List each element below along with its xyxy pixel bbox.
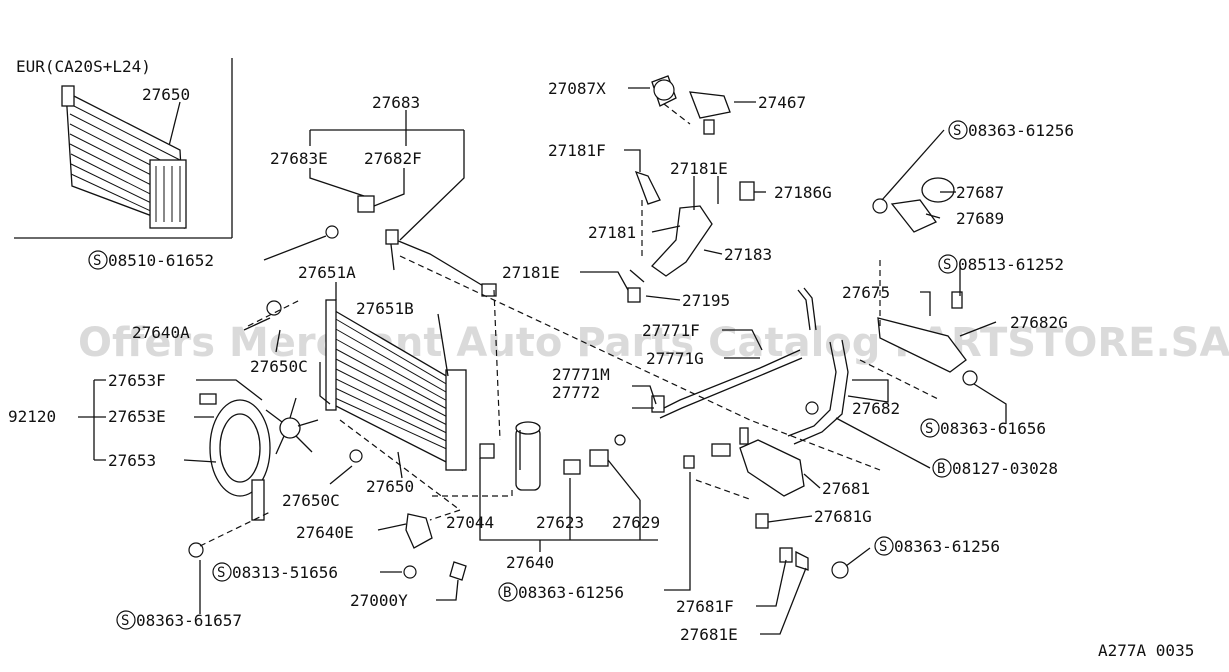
label-27640: 27640 — [506, 553, 554, 572]
label-27681: 27681 — [822, 479, 870, 498]
svg-text:08513-61252: 08513-61252 — [958, 255, 1064, 274]
bolt-icon — [188, 542, 204, 558]
svg-text:S: S — [217, 565, 225, 581]
svg-text:08363-61657: 08363-61657 — [136, 611, 242, 630]
svg-text:08363-61256: 08363-61256 — [894, 537, 1000, 556]
label-27640a: 27640A — [132, 323, 190, 342]
label-27687: 27687 — [956, 183, 1004, 202]
bolt-icon — [266, 300, 282, 316]
svg-text:B: B — [503, 585, 511, 601]
label-27650c-bottom: 27650C — [282, 491, 340, 510]
label-27651b: 27651B — [356, 299, 414, 318]
label-b-08363-61256: B 08363-61256 — [498, 582, 624, 602]
label-27653f: 27653F — [108, 371, 166, 390]
inset-part-label: 27650 — [142, 85, 190, 104]
svg-text:S: S — [879, 539, 887, 555]
bolt-icon — [325, 225, 339, 239]
label-27181e-top: 27181E — [670, 159, 728, 178]
label-27771g: 27771G — [646, 349, 704, 368]
label-27183: 27183 — [724, 245, 772, 264]
inset-title: EUR(CA20S+L24) — [16, 57, 151, 76]
label-27651a: 27651A — [298, 263, 356, 282]
svg-text:08510-61652: 08510-61652 — [108, 251, 214, 270]
leader-lines — [78, 87, 1007, 635]
label-27653: 27653 — [108, 451, 156, 470]
label-27681e: 27681E — [680, 625, 738, 644]
pipe-27771 — [659, 349, 801, 411]
label-27623: 27623 — [536, 513, 584, 532]
svg-text:S: S — [925, 421, 933, 437]
label-27181e-mid: 27181E — [502, 263, 560, 282]
svg-text:08363-61656: 08363-61656 — [940, 419, 1046, 438]
label-08313-51656: S 08313-51656 — [212, 562, 338, 582]
label-27683e: 27683E — [270, 149, 328, 168]
label-27186g: 27186G — [774, 183, 832, 202]
svg-text:S: S — [953, 123, 961, 139]
svg-text:08363-61256: 08363-61256 — [968, 121, 1074, 140]
right-hoses — [683, 339, 849, 579]
label-08127-03028: B 08127-03028 — [932, 458, 1058, 478]
clip-part — [357, 195, 375, 213]
label-27675: 27675 — [842, 283, 890, 302]
label-27650c-top: 27650C — [250, 357, 308, 376]
label-08363-61657: S 08363-61657 — [116, 610, 242, 630]
compressor-hoses — [627, 75, 755, 303]
label-08510-61652: S 08510-61652 — [88, 250, 214, 270]
svg-text:B: B — [937, 461, 945, 477]
label-08363-61256-bottom: S 08363-61256 — [874, 536, 1000, 556]
label-27681f: 27681F — [676, 597, 734, 616]
label-27653e: 27653E — [108, 407, 166, 426]
pressure-switch — [563, 434, 626, 475]
bracket-27640e — [403, 513, 467, 581]
label-27640e: 27640E — [296, 523, 354, 542]
label-27467: 27467 — [758, 93, 806, 112]
receiver-drier — [479, 421, 541, 491]
label-27650: 27650 — [366, 477, 414, 496]
inset-condenser — [61, 85, 187, 229]
part-labels: 27683 27683E 27682F S 08510-61652 27651A… — [8, 79, 1194, 660]
svg-text:08363-61256: 08363-61256 — [518, 583, 624, 602]
label-92120: 92120 — [8, 407, 56, 426]
label-27195: 27195 — [682, 291, 730, 310]
watermark-text: Offers Merchant Auto Parts Catalog PARTS… — [78, 320, 1229, 366]
label-27682: 27682 — [852, 399, 900, 418]
label-27682g: 27682G — [1010, 313, 1068, 332]
diagram-id: A277A 0035 — [1098, 641, 1194, 660]
label-27629: 27629 — [612, 513, 660, 532]
svg-text:S: S — [121, 613, 129, 629]
label-27689: 27689 — [956, 209, 1004, 228]
svg-text:S: S — [93, 253, 101, 269]
label-27771f: 27771F — [642, 321, 700, 340]
label-27181: 27181 — [588, 223, 636, 242]
condenser-assembly — [325, 299, 467, 472]
fan-assembly — [199, 393, 319, 521]
label-27683: 27683 — [372, 93, 420, 112]
label-08513-61252: S 08513-61252 — [938, 254, 1064, 274]
label-08363-61256-top: S 08363-61256 — [948, 120, 1074, 140]
label-27772: 27772 — [552, 383, 600, 402]
label-27087x: 27087X — [548, 79, 606, 98]
label-27681g: 27681G — [814, 507, 872, 526]
svg-text:08127-03028: 08127-03028 — [952, 459, 1058, 478]
svg-text:08313-51656: 08313-51656 — [232, 563, 338, 582]
label-27181f: 27181F — [548, 141, 606, 160]
svg-text:S: S — [943, 257, 951, 273]
upper-right-parts — [872, 177, 978, 386]
label-08363-61656: S 08363-61656 — [920, 418, 1046, 438]
label-27771m: 27771M — [552, 365, 610, 384]
label-27044: 27044 — [446, 513, 494, 532]
label-27682f: 27682F — [364, 149, 422, 168]
inset-eur: EUR(CA20S+L24) 27650 — [14, 57, 233, 239]
label-27000y: 27000Y — [350, 591, 408, 610]
